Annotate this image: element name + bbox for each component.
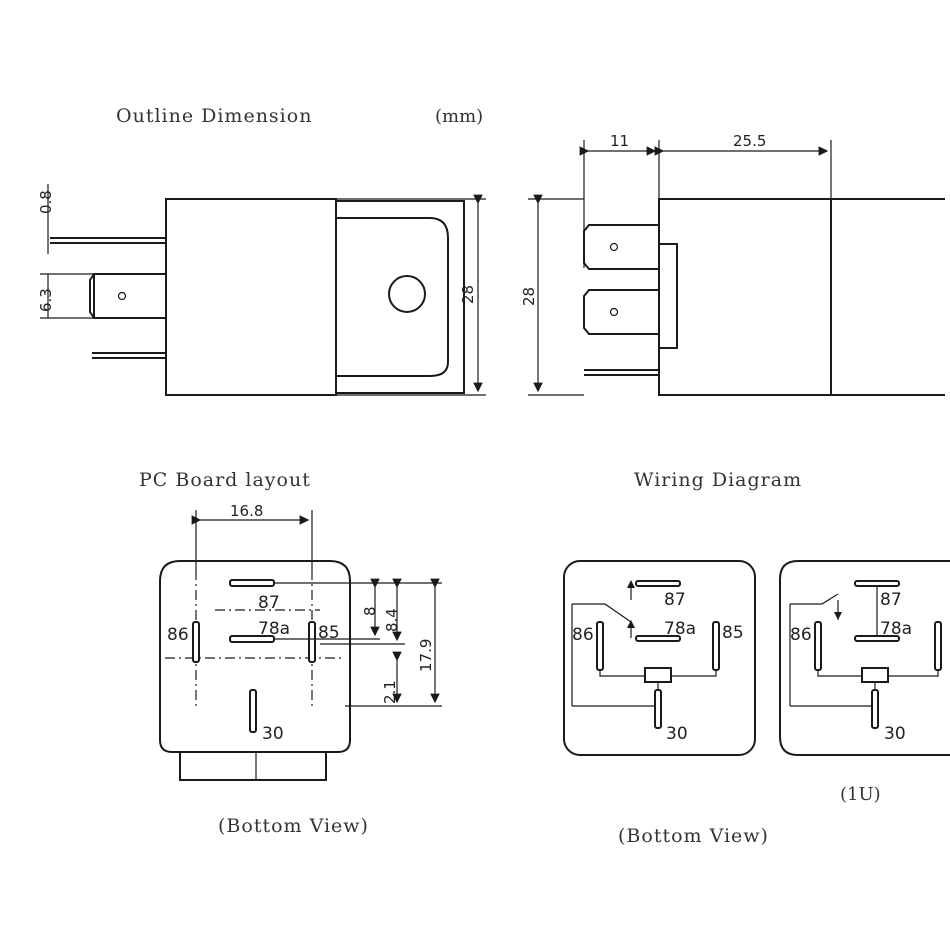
wiring-a-pin-87: 87: [664, 590, 686, 610]
pcb-pin-86: 86: [167, 625, 189, 645]
dim-8.4: 8.4: [383, 608, 401, 632]
wiring-caption: (Bottom View): [618, 825, 769, 847]
outline-section: Outline Dimension (mm) 0.8 6.3: [37, 105, 945, 396]
wiring-a-pin-78a: 78a: [664, 619, 696, 639]
wiring-a-pin-85: 85: [722, 623, 744, 643]
wiring-b-pin-86: 86: [790, 625, 812, 645]
wiring-diagram-b: 87 78a 86 30: [779, 560, 950, 756]
dim-17.9: 17.9: [417, 639, 435, 672]
pcb-pin-30: 30: [262, 724, 284, 744]
dim-8: 8: [361, 606, 379, 616]
dim-6.3: 6.3: [37, 288, 55, 312]
dim-25.5: 25.5: [733, 132, 766, 150]
dim-11: 11: [610, 132, 629, 150]
unit-label: (mm): [435, 106, 483, 127]
mounting-hole: [388, 275, 426, 313]
pcb-title: PC Board layout: [139, 469, 311, 491]
pcb-outline: [159, 560, 351, 753]
pcb-caption: (Bottom View): [218, 815, 369, 837]
wiring-b-pin-78a: 78a: [880, 619, 912, 639]
variant-label: (1U): [840, 784, 881, 805]
wiring-b-pin-87: 87: [880, 590, 902, 610]
dim-0.8: 0.8: [37, 190, 55, 214]
pcb-pin-87: 87: [258, 593, 280, 613]
dim-2.1: 2.1: [381, 680, 399, 704]
pcb-section: PC Board layout 87 78a 86 85 30 16.8: [139, 469, 442, 837]
pcb-pin-78a: 78a: [258, 619, 290, 639]
wiring-diagram-a: 87 78a 86 85 30: [563, 560, 756, 756]
wiring-b-pin-30: 30: [884, 724, 906, 744]
wiring-section: Wiring Diagram 87 78a 86 85 30: [563, 469, 950, 847]
relay-side-view: 0.8 6.3 28: [37, 184, 486, 396]
wiring-a-pin-30: 30: [666, 724, 688, 744]
dim-28-left: 28: [459, 285, 477, 304]
pcb-pin-85: 85: [318, 623, 340, 643]
wiring-title: Wiring Diagram: [634, 469, 802, 491]
wiring-a-pin-86: 86: [572, 625, 594, 645]
outline-title: Outline Dimension: [116, 105, 312, 127]
relay-front-view: 11 25.5 28: [520, 132, 945, 396]
dim-16.8: 16.8: [230, 502, 263, 520]
dim-28-right: 28: [520, 287, 538, 306]
